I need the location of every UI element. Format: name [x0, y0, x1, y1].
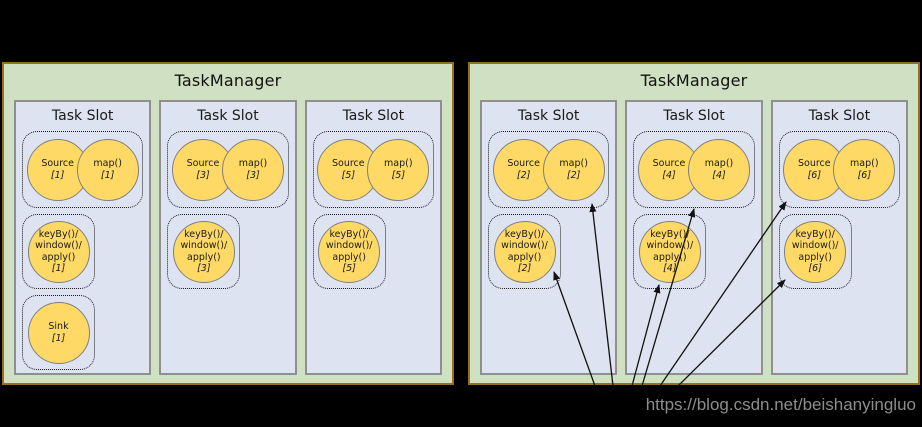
operator-id: [6]: [808, 263, 822, 274]
operator-line: apply(): [507, 251, 542, 263]
map-id: [4]: [712, 169, 726, 181]
operator-line: window()/: [325, 240, 373, 251]
map-circle: map() [3]: [221, 138, 284, 201]
task-slot-6: Task Slot Source [6] map() [6] keyBy()/ …: [770, 100, 908, 375]
task-slot-title: Task Slot: [517, 108, 580, 124]
taskmanager-panel-right: TaskManager Task Slot Source [2] map() […: [468, 62, 920, 385]
source-map-group: Source [3] map() [3]: [167, 131, 289, 208]
operator-line: apply(): [653, 251, 687, 263]
task-slot-title: Task Slot: [808, 108, 871, 124]
source-label: Source: [652, 158, 686, 169]
source-id: [2]: [516, 169, 531, 181]
operator-circle: keyBy()/ window()/ apply() [4]: [638, 220, 701, 283]
source-map-group: Source [6] map() [6]: [778, 131, 900, 208]
source-label: Source: [507, 158, 540, 169]
task-slot-3: Task Slot Source [3] map() [3] keyBy()/ …: [159, 100, 297, 375]
operator-circle: keyBy()/ window()/ apply() [1]: [27, 220, 90, 283]
source-map-group: Source [5] map() [5]: [312, 131, 434, 208]
source-id: [3]: [196, 169, 210, 181]
map-circle: map() [6]: [833, 138, 896, 201]
map-label: map(): [238, 158, 268, 169]
map-id: [6]: [857, 169, 872, 181]
operator-line: keyBy()/: [329, 228, 369, 240]
operator-circle: keyBy()/ window()/ apply() [6]: [784, 220, 847, 283]
operator-circle: keyBy()/ window()/ apply() [2]: [493, 220, 556, 283]
task-slot-1: Task Slot Source [1] map() [1] keyBy()/ …: [14, 100, 152, 375]
task-slot-2: Task Slot Source [2] map() [2] keyBy()/ …: [480, 100, 618, 375]
operator-group: keyBy()/ window()/ apply() [5]: [312, 214, 386, 289]
source-map-group: Source [1] map() [1]: [22, 131, 144, 208]
map-circle: map() [1]: [76, 138, 139, 201]
map-circle: map() [2]: [542, 138, 605, 201]
operator-id: [4]: [663, 263, 677, 274]
operator-group: keyBy()/ window()/ apply() [6]: [778, 214, 852, 289]
operator-id: [1]: [51, 263, 66, 274]
source-circle: Source [3]: [171, 138, 234, 201]
operator-id: [5]: [342, 263, 356, 274]
operator-line: window()/: [501, 240, 548, 251]
task-slot-row: Task Slot Source [1] map() [1] keyBy()/ …: [14, 100, 442, 375]
watermark: https://blog.csdn.net/beishanyingluo: [645, 395, 916, 414]
source-label: Source: [41, 158, 74, 169]
operator-line: apply(): [332, 251, 366, 263]
task-slot-title: Task Slot: [342, 108, 405, 124]
operator-line: window()/: [646, 240, 694, 251]
operator-line: keyBy()/: [795, 228, 835, 240]
taskmanager-panel-left: TaskManager Task Slot Source [1] map() […: [2, 62, 454, 385]
operator-group: keyBy()/ window()/ apply() [1]: [22, 214, 95, 289]
task-slot-row: Task Slot Source [2] map() [2] keyBy()/ …: [480, 100, 908, 375]
source-circle: Source [4]: [637, 138, 700, 201]
operator-line: window()/: [35, 240, 82, 251]
sink-circle: Sink [1]: [27, 301, 90, 364]
operator-line: keyBy()/: [38, 228, 79, 240]
operator-circle: keyBy()/ window()/ apply() [5]: [318, 220, 381, 283]
operator-group: keyBy()/ window()/ apply() [2]: [488, 214, 561, 289]
task-slot-title: Task Slot: [51, 108, 114, 124]
map-label: map(): [559, 158, 588, 169]
operator-line: keyBy()/: [650, 228, 690, 240]
operator-circle: keyBy()/ window()/ apply() [3]: [172, 220, 235, 283]
map-label: map(): [704, 158, 734, 169]
source-label: Source: [797, 158, 831, 169]
map-id: [2]: [566, 169, 581, 181]
map-circle: map() [4]: [687, 138, 750, 201]
map-label: map(): [93, 158, 122, 169]
source-id: [1]: [50, 169, 65, 181]
task-slot-4: Task Slot Source [4] map() [4] keyBy()/ …: [625, 100, 763, 375]
operator-line: keyBy()/: [504, 228, 545, 240]
map-circle: map() [5]: [367, 138, 430, 201]
map-id: [3]: [246, 169, 260, 181]
operator-line: keyBy()/: [184, 228, 224, 240]
task-slot-title: Task Slot: [663, 108, 725, 124]
map-label: map(): [384, 158, 413, 169]
source-map-group: Source [2] map() [2]: [488, 131, 610, 208]
source-id: [5]: [341, 169, 356, 181]
operator-line: apply(): [41, 251, 76, 263]
map-id: [1]: [100, 169, 115, 181]
task-slot-5: Task Slot Source [5] map() [5] keyBy()/ …: [304, 100, 442, 375]
sink-id: [1]: [51, 332, 66, 344]
operator-line: window()/: [180, 240, 228, 251]
operator-line: window()/: [791, 240, 839, 251]
source-map-group: Source [4] map() [4]: [633, 131, 755, 208]
source-label: Source: [331, 158, 365, 169]
sink-label: Sink: [48, 321, 69, 332]
map-label: map(): [850, 158, 879, 169]
source-label: Source: [186, 158, 220, 169]
taskmanager-title: TaskManager: [640, 71, 748, 90]
sink-group: Sink [1]: [22, 295, 95, 370]
operator-id: [2]: [517, 263, 532, 274]
source-id: [6]: [807, 169, 822, 181]
operator-group: keyBy()/ window()/ apply() [3]: [167, 214, 241, 289]
operator-line: apply(): [798, 251, 832, 263]
task-slot-title: Task Slot: [197, 108, 259, 124]
operator-line: apply(): [187, 251, 221, 263]
map-id: [5]: [391, 169, 406, 181]
operator-group: keyBy()/ window()/ apply() [4]: [633, 214, 707, 289]
source-id: [4]: [662, 169, 676, 181]
taskmanager-title: TaskManager: [174, 71, 282, 90]
operator-id: [3]: [197, 263, 211, 274]
